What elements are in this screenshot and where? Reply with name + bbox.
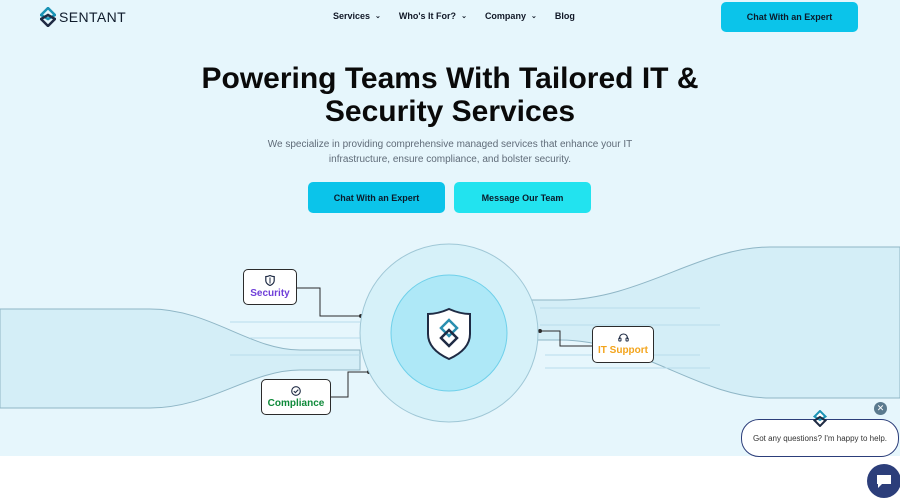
hero-section: SENTANT Services ⌄ Who's It For? ⌄ Compa… [0, 0, 900, 456]
nav-item-label: Services [333, 11, 371, 21]
page-title: Powering Teams With Tailored IT & Securi… [201, 62, 699, 128]
shield-logo-icon [427, 307, 471, 361]
nav-item-label: Who's It For? [398, 11, 457, 21]
message-team-button[interactable]: Message Our Team [454, 182, 591, 213]
nav-item-company[interactable]: Company ⌄ [485, 11, 537, 21]
tag-label: Compliance [267, 397, 325, 409]
main-nav: Services ⌄ Who's It For? ⌄ Company ⌄ Blo… [333, 11, 575, 21]
chevron-down-icon: ⌄ [375, 13, 381, 20]
tag-label: Security [250, 288, 290, 299]
nav-item-services[interactable]: Services ⌄ [333, 11, 381, 21]
tag-label: IT Support [598, 345, 648, 356]
bottom-section [0, 456, 900, 500]
security-tag: Security [243, 269, 297, 305]
chat-greeting-bubble[interactable]: Got any questions? I'm happy to help. [741, 419, 899, 457]
nav-item-blog[interactable]: Blog [555, 11, 575, 21]
nav-item-whos-it-for[interactable]: Who's It For? ⌄ [399, 11, 467, 21]
headset-icon [617, 333, 629, 342]
logo[interactable]: SENTANT [40, 7, 126, 27]
nav-item-label: Blog [554, 11, 575, 21]
nav-chat-expert-button[interactable]: Chat With an Expert [721, 2, 858, 32]
chat-icon [877, 474, 891, 488]
chat-launcher-button[interactable] [867, 464, 900, 498]
logo-text: SENTANT [59, 9, 127, 25]
chevron-down-icon: ⌄ [530, 13, 537, 20]
services-diagram [0, 243, 900, 423]
chat-expert-button[interactable]: Chat With an Expert [308, 182, 445, 213]
chat-logo-icon [812, 409, 828, 432]
chevron-down-icon: ⌄ [461, 13, 467, 20]
logo-mark-icon [40, 7, 56, 27]
check-circle-icon [291, 385, 301, 396]
it-support-tag: IT Support [592, 326, 654, 363]
shield-icon [265, 275, 275, 286]
compliance-tag: Compliance [261, 379, 331, 415]
nav-item-label: Company [484, 11, 526, 21]
close-icon[interactable]: ✕ [874, 402, 887, 415]
page-subtitle: We specialize in providing comprehensive… [267, 139, 633, 165]
chat-greeting-text: Got any questions? I'm happy to help. [752, 433, 888, 443]
